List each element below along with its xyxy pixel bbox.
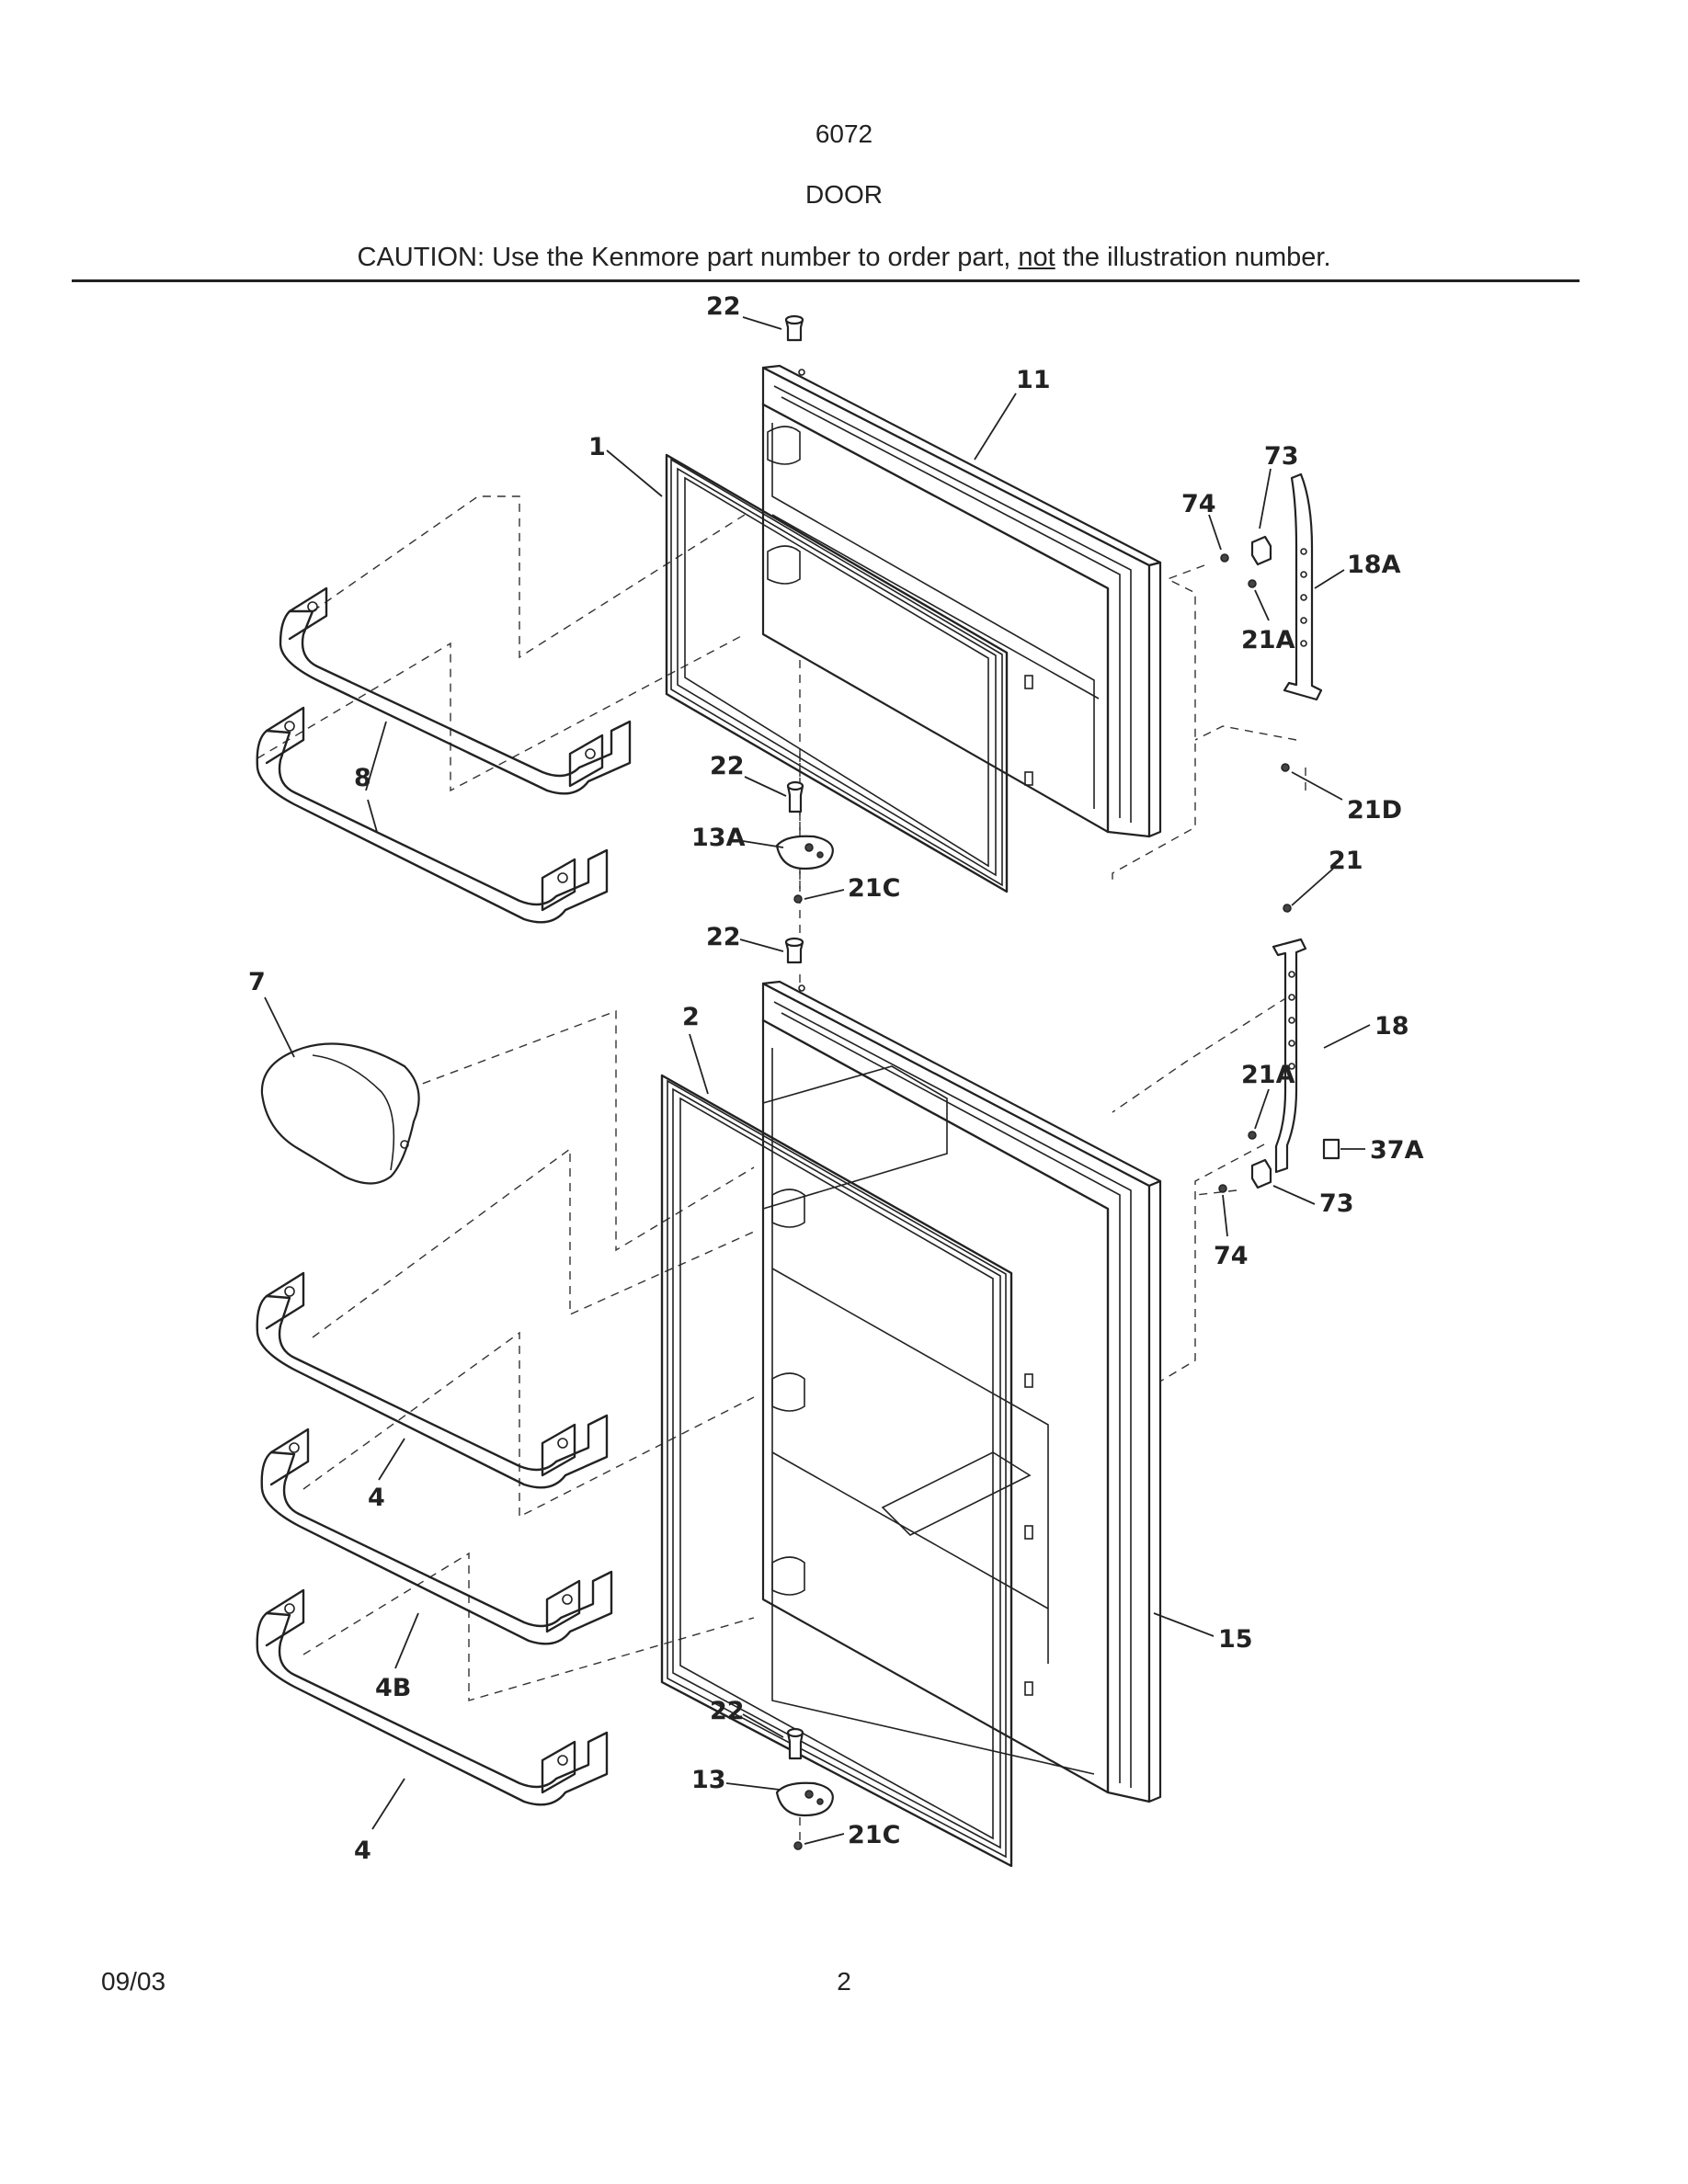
callout-21D: 21D [1347, 796, 1402, 825]
door-shelf-4-lower [256, 1588, 609, 1806]
callout-2: 2 [682, 1003, 700, 1031]
callout-4-upper: 4 [368, 1484, 385, 1512]
callout-labels: 22 11 1 73 74 18A 21A 8 22 13A 21C 21D 2… [248, 292, 1424, 1865]
callout-18: 18 [1374, 1012, 1409, 1041]
hinge-pin-22-bottom [786, 1727, 804, 1760]
callout-15: 15 [1218, 1625, 1253, 1654]
header-rule [72, 279, 1580, 282]
callout-73-bottom: 73 [1319, 1189, 1354, 1218]
hinge-13 [775, 1781, 834, 1817]
freezer-shelf-8-lower [256, 706, 609, 924]
trim-piece-73-bottom [1250, 1158, 1272, 1189]
fresh-food-door-15 [761, 980, 1162, 1803]
screw-74-bottom [1218, 1184, 1227, 1193]
screw-21C-top [793, 894, 803, 904]
cap-37A [1322, 1138, 1340, 1160]
caution-text-end: the illustration number. [1055, 243, 1331, 272]
freezer-shelf-8-upper [279, 586, 632, 795]
callout-4-lower: 4 [354, 1837, 371, 1865]
callout-21C-top: 21C [848, 874, 900, 903]
hinge-pin-22-lower [784, 937, 804, 964]
callout-4B: 4B [375, 1674, 411, 1702]
assembly-guide-lines [257, 395, 1306, 1848]
hinge-pin-22-top [784, 314, 804, 342]
callout-22-bottom: 22 [710, 1697, 745, 1725]
callout-21A-bottom: 21A [1241, 1061, 1295, 1089]
callout-13A: 13A [691, 824, 746, 852]
hinge-pin-22-mid [786, 780, 804, 813]
callout-21: 21 [1329, 847, 1363, 875]
screw-21 [1283, 904, 1292, 913]
callout-21A-top: 21A [1241, 626, 1295, 654]
callout-73-top: 73 [1264, 442, 1299, 471]
callout-74-bottom: 74 [1214, 1242, 1249, 1270]
callout-22-lower: 22 [706, 923, 741, 951]
caution-text: CAUTION: Use the Kenmore part number to … [357, 243, 1019, 272]
callout-18A: 18A [1347, 551, 1401, 579]
door-shelf-4-upper [256, 1271, 609, 1489]
callout-1: 1 [588, 433, 606, 461]
page-number: 2 [837, 1967, 851, 1996]
section-title: DOOR [805, 180, 883, 209]
callout-11: 11 [1016, 366, 1051, 394]
callout-7: 7 [248, 968, 266, 996]
footer-date: 09/03 [101, 1967, 166, 1996]
freezer-door-11 [761, 364, 1162, 838]
callout-13: 13 [691, 1766, 726, 1794]
callout-22-mid: 22 [710, 752, 745, 780]
callout-22-top: 22 [706, 292, 741, 321]
callout-74-top: 74 [1181, 490, 1216, 518]
callout-8: 8 [354, 764, 371, 792]
fresh-food-gasket-2 [660, 1074, 1013, 1868]
caution-notice: CAUTION: Use the Kenmore part number to … [0, 243, 1688, 273]
screw-21A-top [1248, 579, 1257, 588]
hinge-13A [775, 835, 834, 870]
screw-21C-bottom [793, 1841, 803, 1850]
handle-18A [1283, 472, 1323, 701]
caution-emphasis: not [1018, 243, 1055, 272]
callout-21C-bottom: 21C [848, 1821, 900, 1849]
screw-21D [1281, 763, 1290, 772]
screw-21A-bottom [1248, 1131, 1257, 1140]
model-number: 6072 [815, 119, 873, 148]
trim-piece-73-top [1250, 535, 1272, 566]
dairy-cover-7 [260, 1042, 420, 1185]
handle-18 [1272, 938, 1307, 1174]
door-shelf-4B [260, 1428, 613, 1645]
freezer-gasket-1 [665, 453, 1009, 893]
callout-37A: 37A [1370, 1136, 1424, 1165]
screw-74-top [1220, 553, 1229, 563]
callout-leaders [264, 316, 1371, 1845]
